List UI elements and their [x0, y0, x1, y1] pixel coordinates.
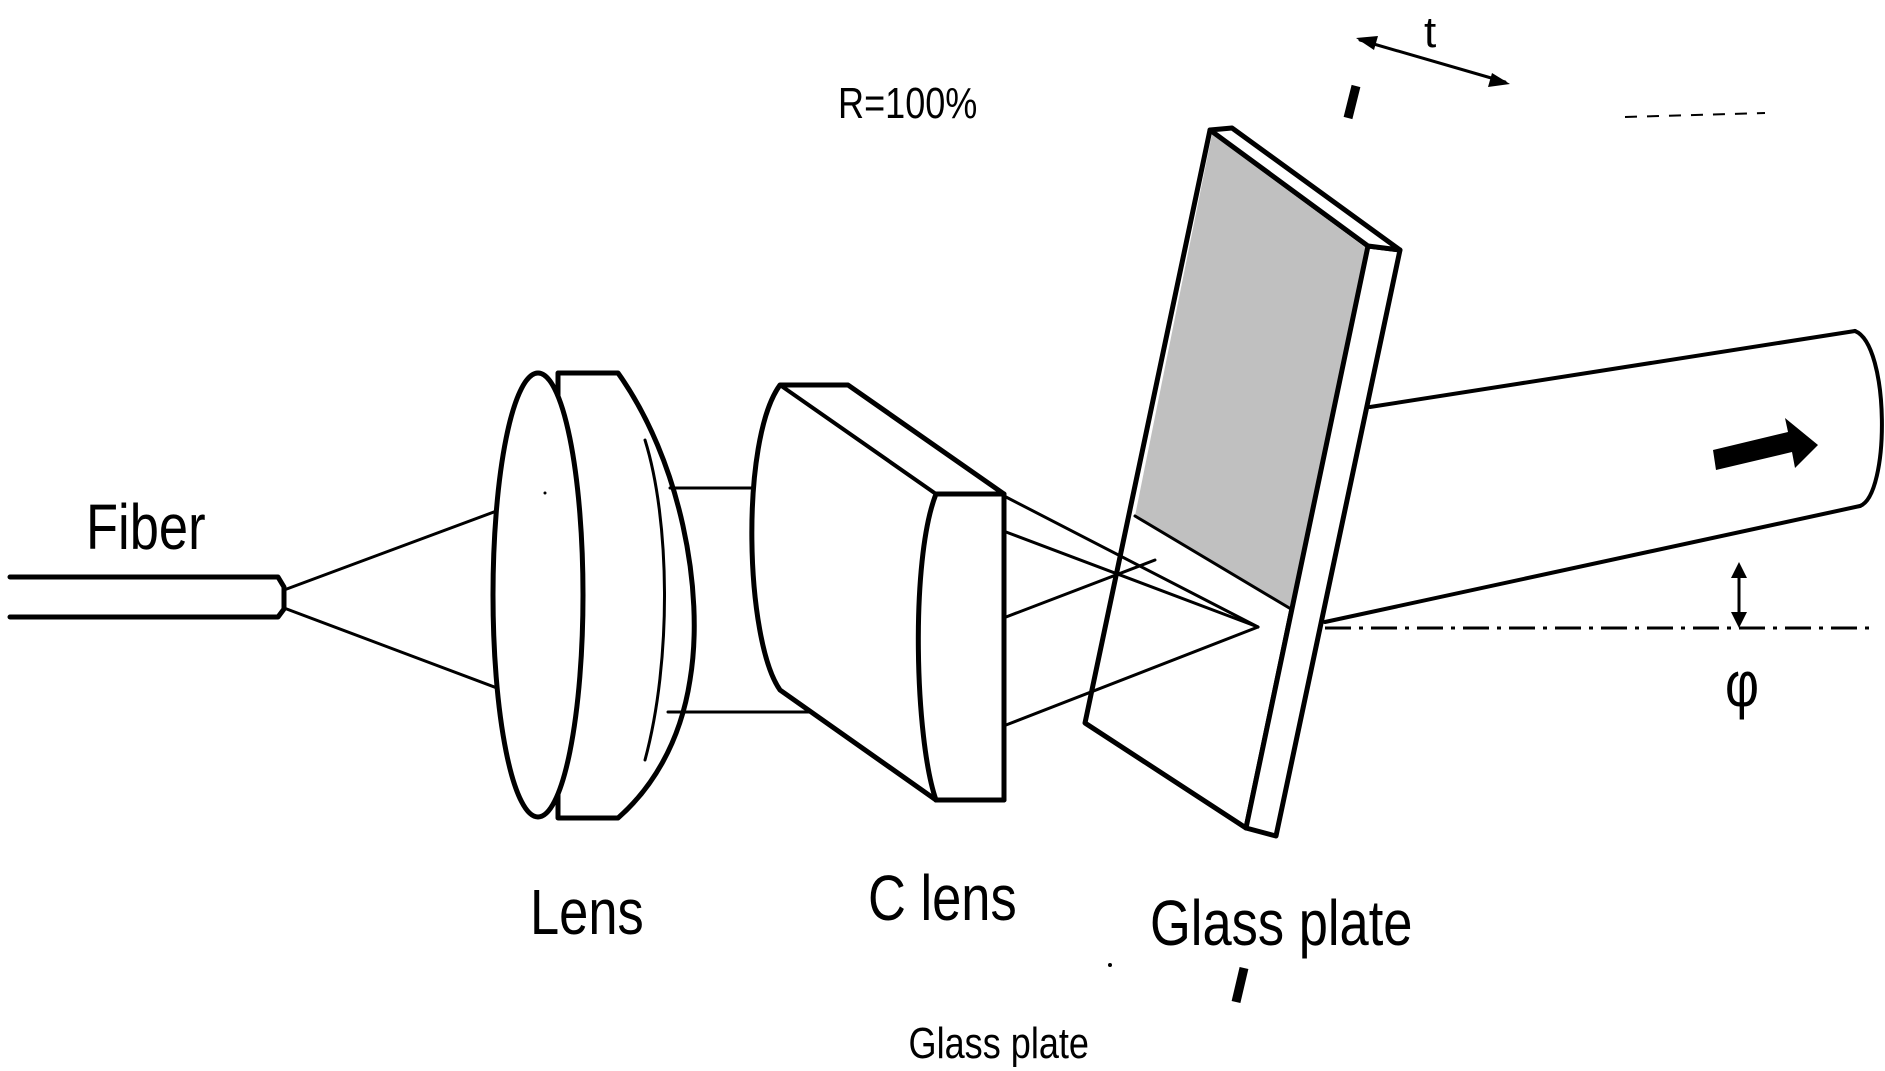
partial-label-fragment — [1624, 112, 1766, 118]
upper-plate-tick — [1343, 84, 1361, 120]
thickness-label: t — [1424, 8, 1436, 57]
glass-plate-label: Glass plate — [1150, 888, 1413, 959]
glass-plate — [1082, 125, 1403, 839]
label-mask — [1000, 108, 1200, 138]
lens — [490, 370, 697, 821]
fiber — [7, 574, 287, 620]
reflectivity-label: R=100% — [838, 79, 977, 128]
beam-direction-arrow — [1713, 418, 1818, 470]
c-lens — [749, 382, 1007, 803]
lower-plate-tick — [1231, 966, 1249, 1004]
glass-plate-lower-label: Glass plate — [909, 1019, 1089, 1068]
lens-label: Lens — [530, 877, 644, 948]
thickness-arrow — [1356, 36, 1510, 87]
output-beam — [1323, 329, 1884, 624]
c-lens-label: C lens — [868, 863, 1017, 934]
glass-plate-coating — [1135, 134, 1366, 612]
angle-phi-label: φ — [1725, 649, 1759, 720]
angle-marker — [1731, 562, 1747, 628]
stray-dot — [1108, 963, 1112, 967]
fiber-label: Fiber — [86, 492, 206, 563]
focusing-rays — [1004, 495, 1260, 727]
